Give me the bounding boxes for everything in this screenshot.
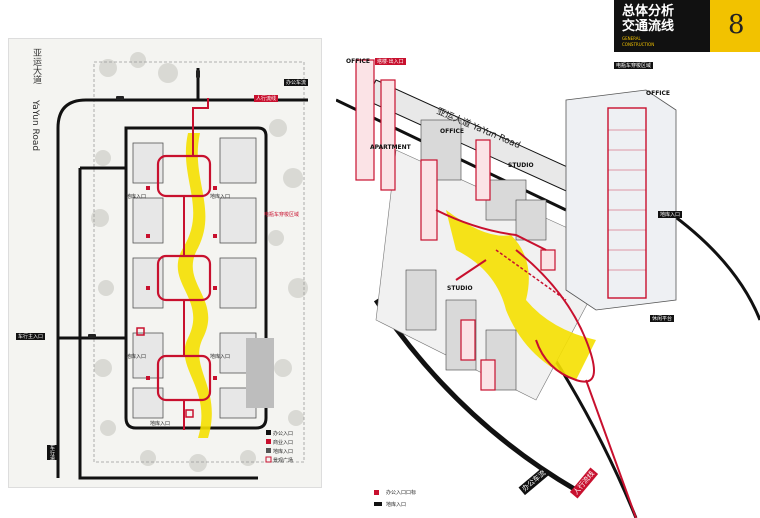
plan-garage-5: 地库入口 bbox=[150, 421, 171, 427]
tower-shadow bbox=[246, 338, 274, 408]
plaza-marker-1 bbox=[136, 327, 145, 336]
road-network bbox=[56, 68, 308, 480]
axo-office-mid: OFFICE bbox=[440, 128, 465, 135]
header-title-1: 总体分析 bbox=[622, 4, 675, 19]
plan-garage-3: 地库入口 bbox=[126, 354, 147, 360]
axo-red-towers bbox=[355, 59, 556, 391]
header-title-2: 交通流线 bbox=[622, 19, 675, 34]
axo-office-tl-tag: 塔楼·出入口 bbox=[375, 58, 406, 65]
plan-garage-4: 地库入口 bbox=[210, 354, 231, 360]
site-plan-svg bbox=[56, 52, 308, 480]
plan-garage-1: 地库入口 bbox=[126, 194, 147, 200]
plan-legend-3: 地库入口 bbox=[273, 449, 294, 455]
axo-office-right: OFFICE bbox=[646, 90, 671, 97]
axo-yellow bbox=[446, 210, 596, 380]
axo-legend-red bbox=[374, 490, 379, 495]
plaza-marker-2 bbox=[185, 409, 194, 418]
road-name-west: YaYun Road bbox=[30, 100, 40, 152]
plan-legend-2: 商业入口 bbox=[273, 440, 294, 446]
axo-platform: 休闲平台 bbox=[650, 315, 675, 322]
yellow-spine bbox=[177, 133, 212, 438]
plan-road-label: 车行道 bbox=[47, 445, 58, 460]
axo-garage: 地库入口 bbox=[658, 211, 683, 218]
page-number: 8 bbox=[728, 10, 745, 40]
plan-legend-swatches bbox=[265, 430, 272, 463]
axo-tower-grid bbox=[608, 129, 646, 271]
header-sub-2: CONSTRUCTION bbox=[622, 42, 655, 47]
plan-office-flow: 办公车流 bbox=[284, 79, 309, 86]
plan-pedestrian-flow: 人行流线 bbox=[254, 95, 279, 102]
axo-tower-red bbox=[607, 107, 647, 299]
axo-red-flow bbox=[435, 209, 637, 518]
plan-vehicle-entrance: 车行主入口 bbox=[16, 333, 46, 340]
tree-texture bbox=[91, 52, 308, 472]
axo-studio-top: STUDIO bbox=[508, 162, 534, 169]
red-flow bbox=[183, 98, 209, 430]
plan-legend-4: 景观广场 bbox=[273, 458, 294, 464]
plan-legend-1: 办公入口 bbox=[273, 431, 294, 437]
header-block bbox=[614, 0, 710, 52]
axo-office-tl: OFFICE bbox=[346, 58, 371, 65]
site-boundary bbox=[93, 61, 305, 463]
plan-garage-2: 地库入口 bbox=[210, 194, 231, 200]
car-icons bbox=[88, 70, 200, 338]
axo-studio-mid: STUDIO bbox=[447, 285, 473, 292]
axo-tower bbox=[565, 89, 677, 311]
header-accent bbox=[710, 0, 760, 52]
axo-right-road bbox=[665, 208, 760, 321]
axo-ebike-zone: 电瓶车穿梭区域 bbox=[614, 62, 654, 69]
axo-legend-1: 办公入口口标 bbox=[386, 490, 417, 496]
axo-dash-flow bbox=[495, 249, 567, 301]
plan-ebike-zone: 电瓶车穿梭区域 bbox=[264, 212, 300, 218]
axo-legend-black bbox=[374, 502, 382, 506]
axo-svg bbox=[336, 59, 760, 518]
axo-legend-2: 地库入口 bbox=[386, 502, 407, 508]
road-name-north: 亚运大道 bbox=[31, 48, 41, 84]
red-markers bbox=[146, 186, 217, 380]
axo-apartment: APARTMENT bbox=[370, 144, 411, 151]
header-sub-1: GENERAL bbox=[622, 36, 641, 41]
